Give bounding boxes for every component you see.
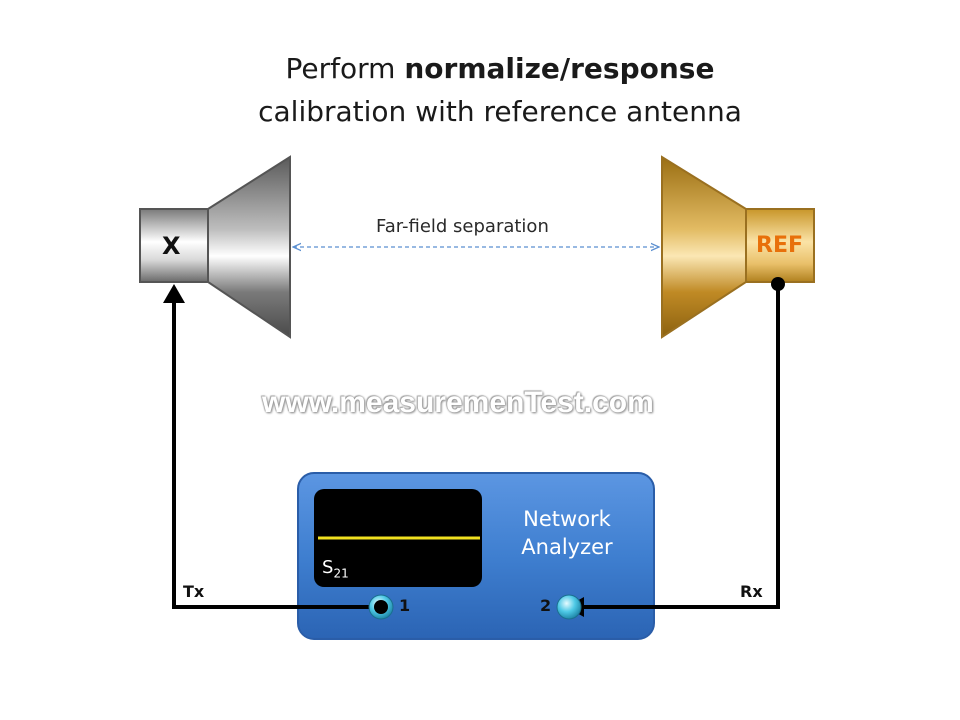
ref-horn bbox=[661, 155, 747, 339]
title-bold: normalize/response bbox=[404, 52, 715, 85]
analyzer-name-line-2: Analyzer bbox=[521, 535, 613, 559]
tx-label: Tx bbox=[183, 582, 205, 601]
dut-label: X bbox=[162, 232, 181, 260]
port-2-label: 2 bbox=[540, 596, 552, 615]
page-title-line-2: calibration with reference antenna bbox=[258, 95, 742, 128]
dut-waveguide-box bbox=[139, 208, 209, 283]
port-1-connector-dot bbox=[374, 600, 388, 614]
trace-label: S21 bbox=[322, 557, 349, 581]
watermark: www.measuremenTest.com bbox=[262, 386, 654, 419]
analyzer-name: Network Analyzer bbox=[505, 505, 629, 561]
analyzer-name-line-1: Network bbox=[523, 507, 611, 531]
port-1-label: 1 bbox=[399, 596, 411, 615]
tx-arrowhead bbox=[163, 284, 185, 303]
dut-horn bbox=[207, 155, 291, 339]
page-title-line-1: Perform normalize/response bbox=[200, 52, 800, 85]
ref-connector-dot bbox=[771, 277, 785, 291]
separation-label: Far-field separation bbox=[376, 216, 549, 237]
trace-label-main: S bbox=[322, 557, 334, 578]
ref-label: REF bbox=[756, 233, 803, 258]
rx-label: Rx bbox=[740, 582, 763, 601]
port-2 bbox=[556, 594, 582, 620]
title-prefix: Perform bbox=[285, 52, 405, 85]
trace-label-sub: 21 bbox=[333, 566, 349, 581]
dut-antenna bbox=[139, 155, 291, 339]
rx-cable bbox=[583, 285, 780, 609]
tx-cable bbox=[172, 296, 380, 609]
